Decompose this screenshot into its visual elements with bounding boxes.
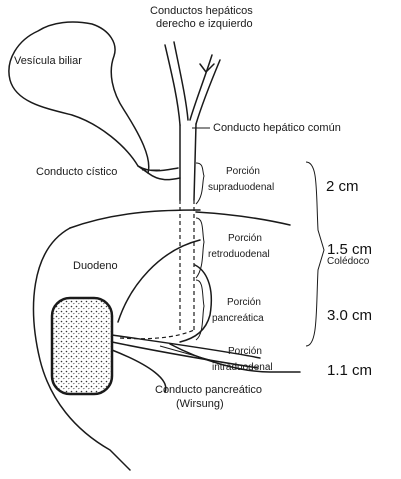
label-retroduodenal-2: retroduodenal [208, 249, 270, 260]
measure-pancreatic: 3.0 cm [327, 307, 372, 324]
right-hepatic-duct-inner [174, 42, 188, 120]
label-duodenum: Duodeno [73, 260, 118, 272]
cystic-duct-inner [148, 173, 180, 180]
label-hepatic-ducts-2: derecho e izquierdo [156, 18, 253, 30]
measure-supraduodenal: 2 cm [326, 178, 359, 195]
label-supraduodenal-1: Porción [226, 166, 260, 177]
label-cystic-duct: Conducto cístico [36, 166, 117, 178]
measure-retroduodenal: 1.5 cm [327, 241, 372, 258]
label-gallbladder: Vesícula biliar [14, 55, 82, 67]
label-retroduodenal-1: Porción [228, 233, 262, 244]
label-pancreatic-1: Porción [227, 297, 261, 308]
label-wirsung-1: Conducto pancreático [155, 384, 262, 396]
label-supraduodenal-2: supraduodenal [208, 182, 274, 193]
duodenum-outline [70, 210, 290, 228]
label-wirsung-2: (Wirsung) [176, 398, 224, 410]
brace-retroduodenal [196, 218, 204, 278]
brace-choledochus [306, 162, 324, 346]
pancreas-curve [180, 265, 211, 342]
brace-supraduodenal [196, 163, 204, 204]
label-hepatic-ducts-1: Conductos hepáticos [150, 5, 253, 17]
label-pancreatic-2: pancreática [212, 313, 264, 324]
duodenum-inner-wall [118, 240, 200, 322]
label-intraduodenal-2: intraduodenal [212, 362, 273, 373]
label-common-hepatic: Conducto hepático común [213, 122, 341, 134]
gallbladder-shape [9, 22, 149, 173]
label-intraduodenal-1: Porción [228, 346, 262, 357]
papilla-region [52, 298, 112, 394]
common-bile-duct-right [194, 124, 196, 200]
measure-intraduodenal: 1.1 cm [327, 362, 372, 379]
